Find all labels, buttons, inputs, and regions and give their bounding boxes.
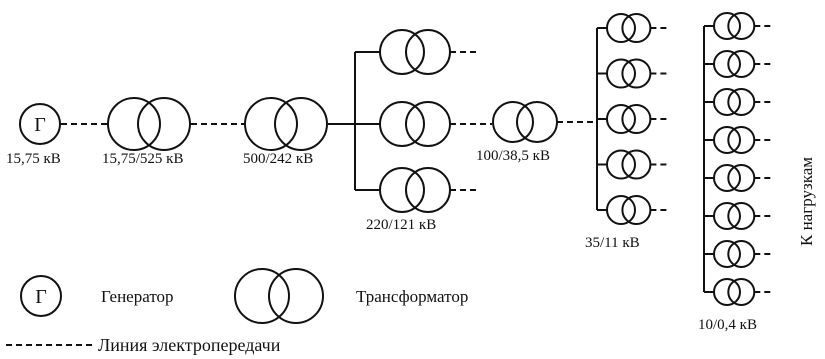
- to-loads-label: К нагрузкам: [797, 157, 816, 246]
- legend-line-text: Линия электропередачи: [98, 335, 281, 355]
- transformer-coil-a: [713, 202, 741, 230]
- transformer-10-branch: [704, 126, 775, 154]
- transformer-coil-b: [621, 104, 652, 134]
- t6-voltage-label: 10/0,4 кВ: [698, 317, 757, 333]
- transformer-10-branch: [704, 278, 775, 306]
- transformer-10-branch: [704, 164, 775, 192]
- transformer-coil-a: [713, 278, 741, 306]
- transformer-220-middle: [379, 101, 451, 147]
- transformer-10-branch: [704, 240, 775, 268]
- transformer-35-branch: [597, 195, 671, 225]
- transformer-t1: [107, 97, 191, 151]
- bus-35-branches: [597, 13, 671, 225]
- transformer-coil-b: [727, 12, 756, 40]
- generator-voltage-label: 15,75 кВ: [6, 151, 61, 167]
- generator-letter: Г: [34, 114, 46, 136]
- transformer-35-branch: [597, 104, 671, 134]
- transformer-220-bottom: [379, 167, 451, 213]
- transformer-coil-b: [727, 240, 756, 268]
- transformer-coil-b: [621, 195, 652, 225]
- transformer-coil-a: [713, 164, 741, 192]
- bus-10-branches: [704, 12, 775, 306]
- transformer-coil-b: [727, 278, 756, 306]
- t4-voltage-label: 100/38,5 кВ: [476, 148, 550, 164]
- transformer-35-branch: [597, 13, 671, 43]
- t1-voltage-label: 15,75/525 кВ: [102, 151, 183, 167]
- transformer-coil-a: [606, 195, 636, 225]
- t3-voltage-label: 220/121 кВ: [366, 217, 436, 233]
- generator-symbol: Г: [19, 103, 61, 145]
- legend-transformer-text: Трансформатор: [356, 287, 468, 306]
- transformer-35-branch: [597, 58, 671, 89]
- transformer-coil-b: [727, 126, 756, 154]
- transformer-10-branch: [704, 88, 775, 116]
- transformer-coil-b: [727, 50, 756, 78]
- transformer-coil-a: [606, 104, 636, 134]
- legend-generator-text: Генератор: [101, 287, 174, 306]
- transformer-coil-a: [606, 58, 636, 89]
- transformer-coil-a: [713, 240, 741, 268]
- transformer-coil-a: [713, 126, 741, 154]
- svg-text:Г: Г: [35, 286, 47, 308]
- transformer-coil-b: [621, 58, 652, 89]
- transformer-coil-a: [606, 149, 636, 180]
- transformer-35-branch: [597, 149, 671, 180]
- transformer-10-branch: [704, 50, 775, 78]
- transformer-coil-b: [727, 164, 756, 192]
- transformer-coil-a: [606, 13, 636, 43]
- transformer-coil-a: [713, 88, 741, 116]
- transformer-10-branch: [704, 12, 775, 40]
- transformer-t2: [244, 97, 328, 151]
- generator-circle: [19, 103, 61, 145]
- transformer-coil-a: [713, 50, 741, 78]
- transformer-220-top: [379, 29, 451, 75]
- t5-voltage-label: 35/11 кВ: [585, 235, 640, 251]
- transformer-coil-b: [621, 149, 652, 180]
- legend-generator-icon: Г: [20, 275, 62, 317]
- transformer-coil-b: [727, 88, 756, 116]
- transformer-coil-b: [727, 202, 756, 230]
- transformer-coil-a: [713, 12, 741, 40]
- legend-transformer-icon: [234, 268, 324, 324]
- t2-voltage-label: 500/242 кВ: [243, 151, 313, 167]
- transformer-t4: [492, 101, 558, 143]
- transformer-10-branch: [704, 202, 775, 230]
- transformer-coil-b: [621, 13, 652, 43]
